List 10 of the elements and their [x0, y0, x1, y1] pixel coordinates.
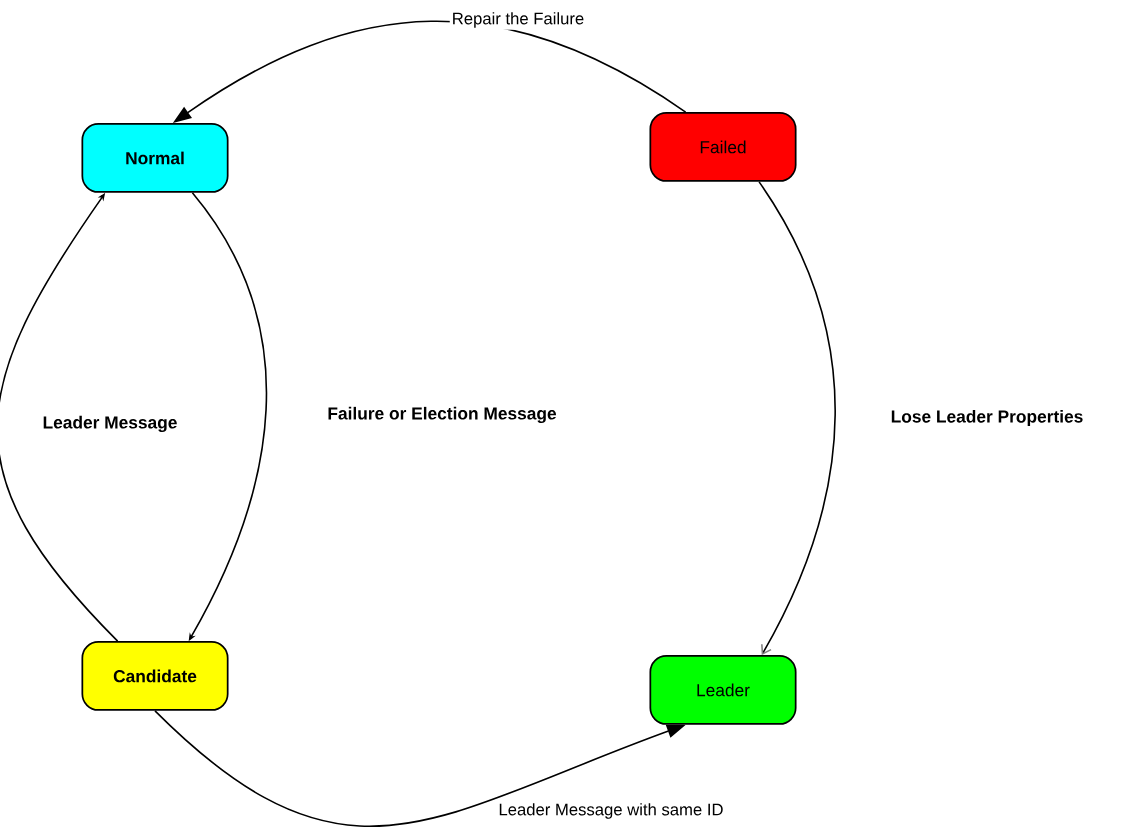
state-box: Failed: [649, 112, 797, 182]
edge-label: Leader Message with same ID: [496, 801, 726, 821]
edge-label: Failure or Election Message: [328, 406, 557, 424]
state-box: Normal: [81, 123, 229, 193]
state-box: Candidate: [81, 641, 229, 711]
arrow: [758, 181, 836, 656]
state-box: Leader: [649, 655, 797, 725]
edge-label: Repair the Failure: [449, 10, 587, 30]
edge-label: Lose Leader Properties: [891, 409, 1083, 427]
edge-label: Leader Message: [43, 415, 177, 433]
